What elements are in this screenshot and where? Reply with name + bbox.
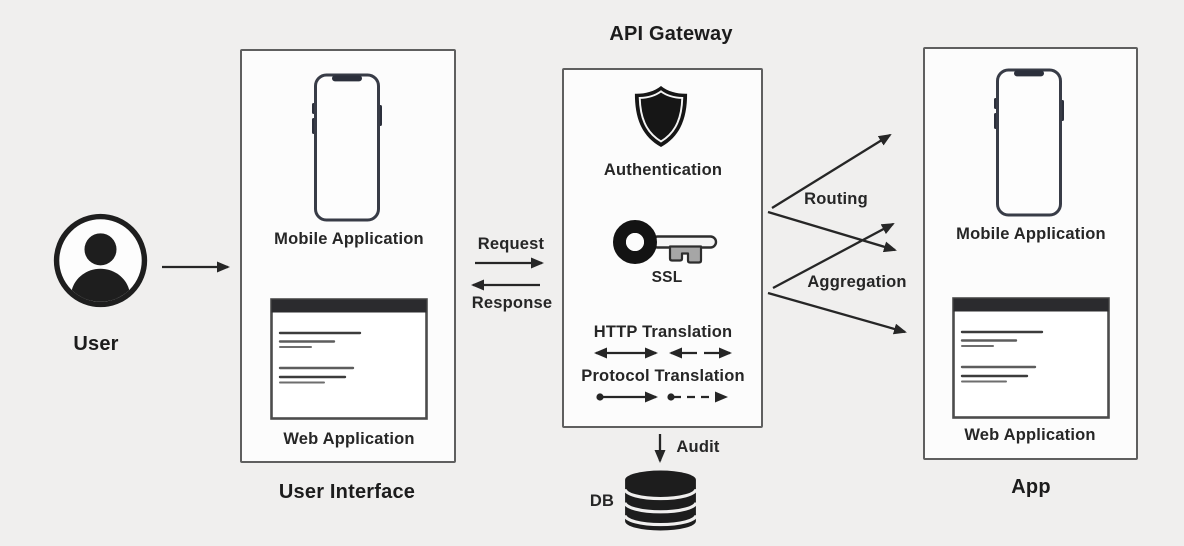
app-web-label: Web Application [964,426,1096,444]
ssl-label: SSL [651,269,683,286]
ui-mobile-label: Mobile Application [274,230,424,248]
request-label: Request [477,235,545,253]
routing-label: Routing [804,190,868,208]
routing-arrow-down [767,210,897,253]
user-interface-title: User Interface [278,481,416,503]
db-label: DB [589,492,615,510]
app-title: App [1011,476,1051,498]
protocol-translation-label: Protocol Translation [581,367,745,385]
audit-label: Audit [676,438,720,456]
api-gateway-title: API Gateway [609,23,733,45]
response-label: Response [471,294,553,312]
authentication-label: Authentication [603,161,723,179]
user-label: User [73,333,119,355]
web-browser-icon [270,298,428,420]
aggregation-arrow-down [767,291,907,335]
mobile-phone-icon [993,68,1065,217]
app-mobile-label: Mobile Application [956,225,1106,243]
web-browser-icon [952,297,1110,419]
mobile-phone-icon [311,73,383,222]
ui-web-label: Web Application [283,430,415,448]
aggregation-label: Aggregation [807,273,907,291]
database-icon [623,470,698,531]
key-icon [612,217,724,267]
user-icon [52,212,149,309]
http-translation-label: HTTP Translation [593,323,733,341]
shield-icon [632,84,690,149]
